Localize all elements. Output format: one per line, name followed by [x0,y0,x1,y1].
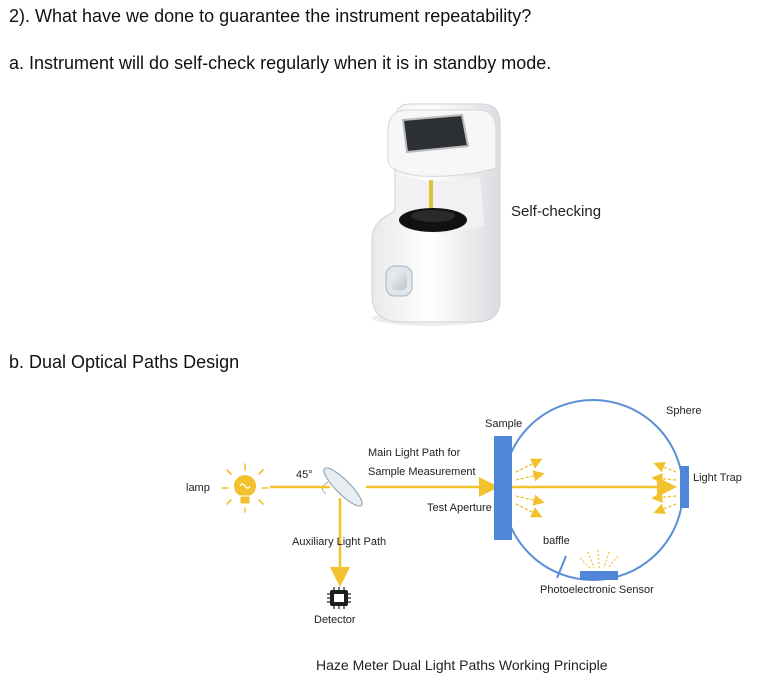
section-title: 2). What have we done to guarantee the i… [9,6,532,26]
main-path-label-1: Main Light Path for [368,447,461,459]
light-trap [680,466,689,508]
test-aperture-label: Test Aperture [427,502,492,514]
point-b-text: b. Dual Optical Paths Design [9,352,240,372]
sphere-label: Sphere [666,405,701,417]
detector-label: Detector [314,614,356,626]
trap-reflections [651,461,677,515]
haze-meter-device [371,103,501,326]
baffle [556,555,567,579]
auxiliary-path-label: Auxiliary Light Path [292,536,386,548]
lamp-icon [221,463,269,513]
device-probe [429,180,433,212]
sample-plate [494,436,512,540]
sample-label: Sample [485,418,522,430]
point-a-text: a. Instrument will do self-check regular… [9,53,552,73]
power-button [391,272,407,290]
main-path-label-2: Sample Measurement [368,466,476,478]
light-trap-label: Light Trap [693,472,742,484]
sensor-rays [579,549,619,569]
self-checking-label: Self-checking [511,203,601,220]
angle-label: 45° [296,469,313,481]
detector-icon [327,587,351,609]
baffle-label: baffle [543,535,570,547]
scattered-light [515,458,545,518]
device-screen [401,113,470,154]
lamp-label: lamp [186,482,210,494]
diagram-caption: Haze Meter Dual Light Paths Working Prin… [316,657,608,673]
photoelectronic-sensor [580,571,618,580]
integrating-sphere [502,399,684,581]
sensor-label: Photoelectronic Sensor [540,584,654,596]
beam-splitter [323,467,363,507]
